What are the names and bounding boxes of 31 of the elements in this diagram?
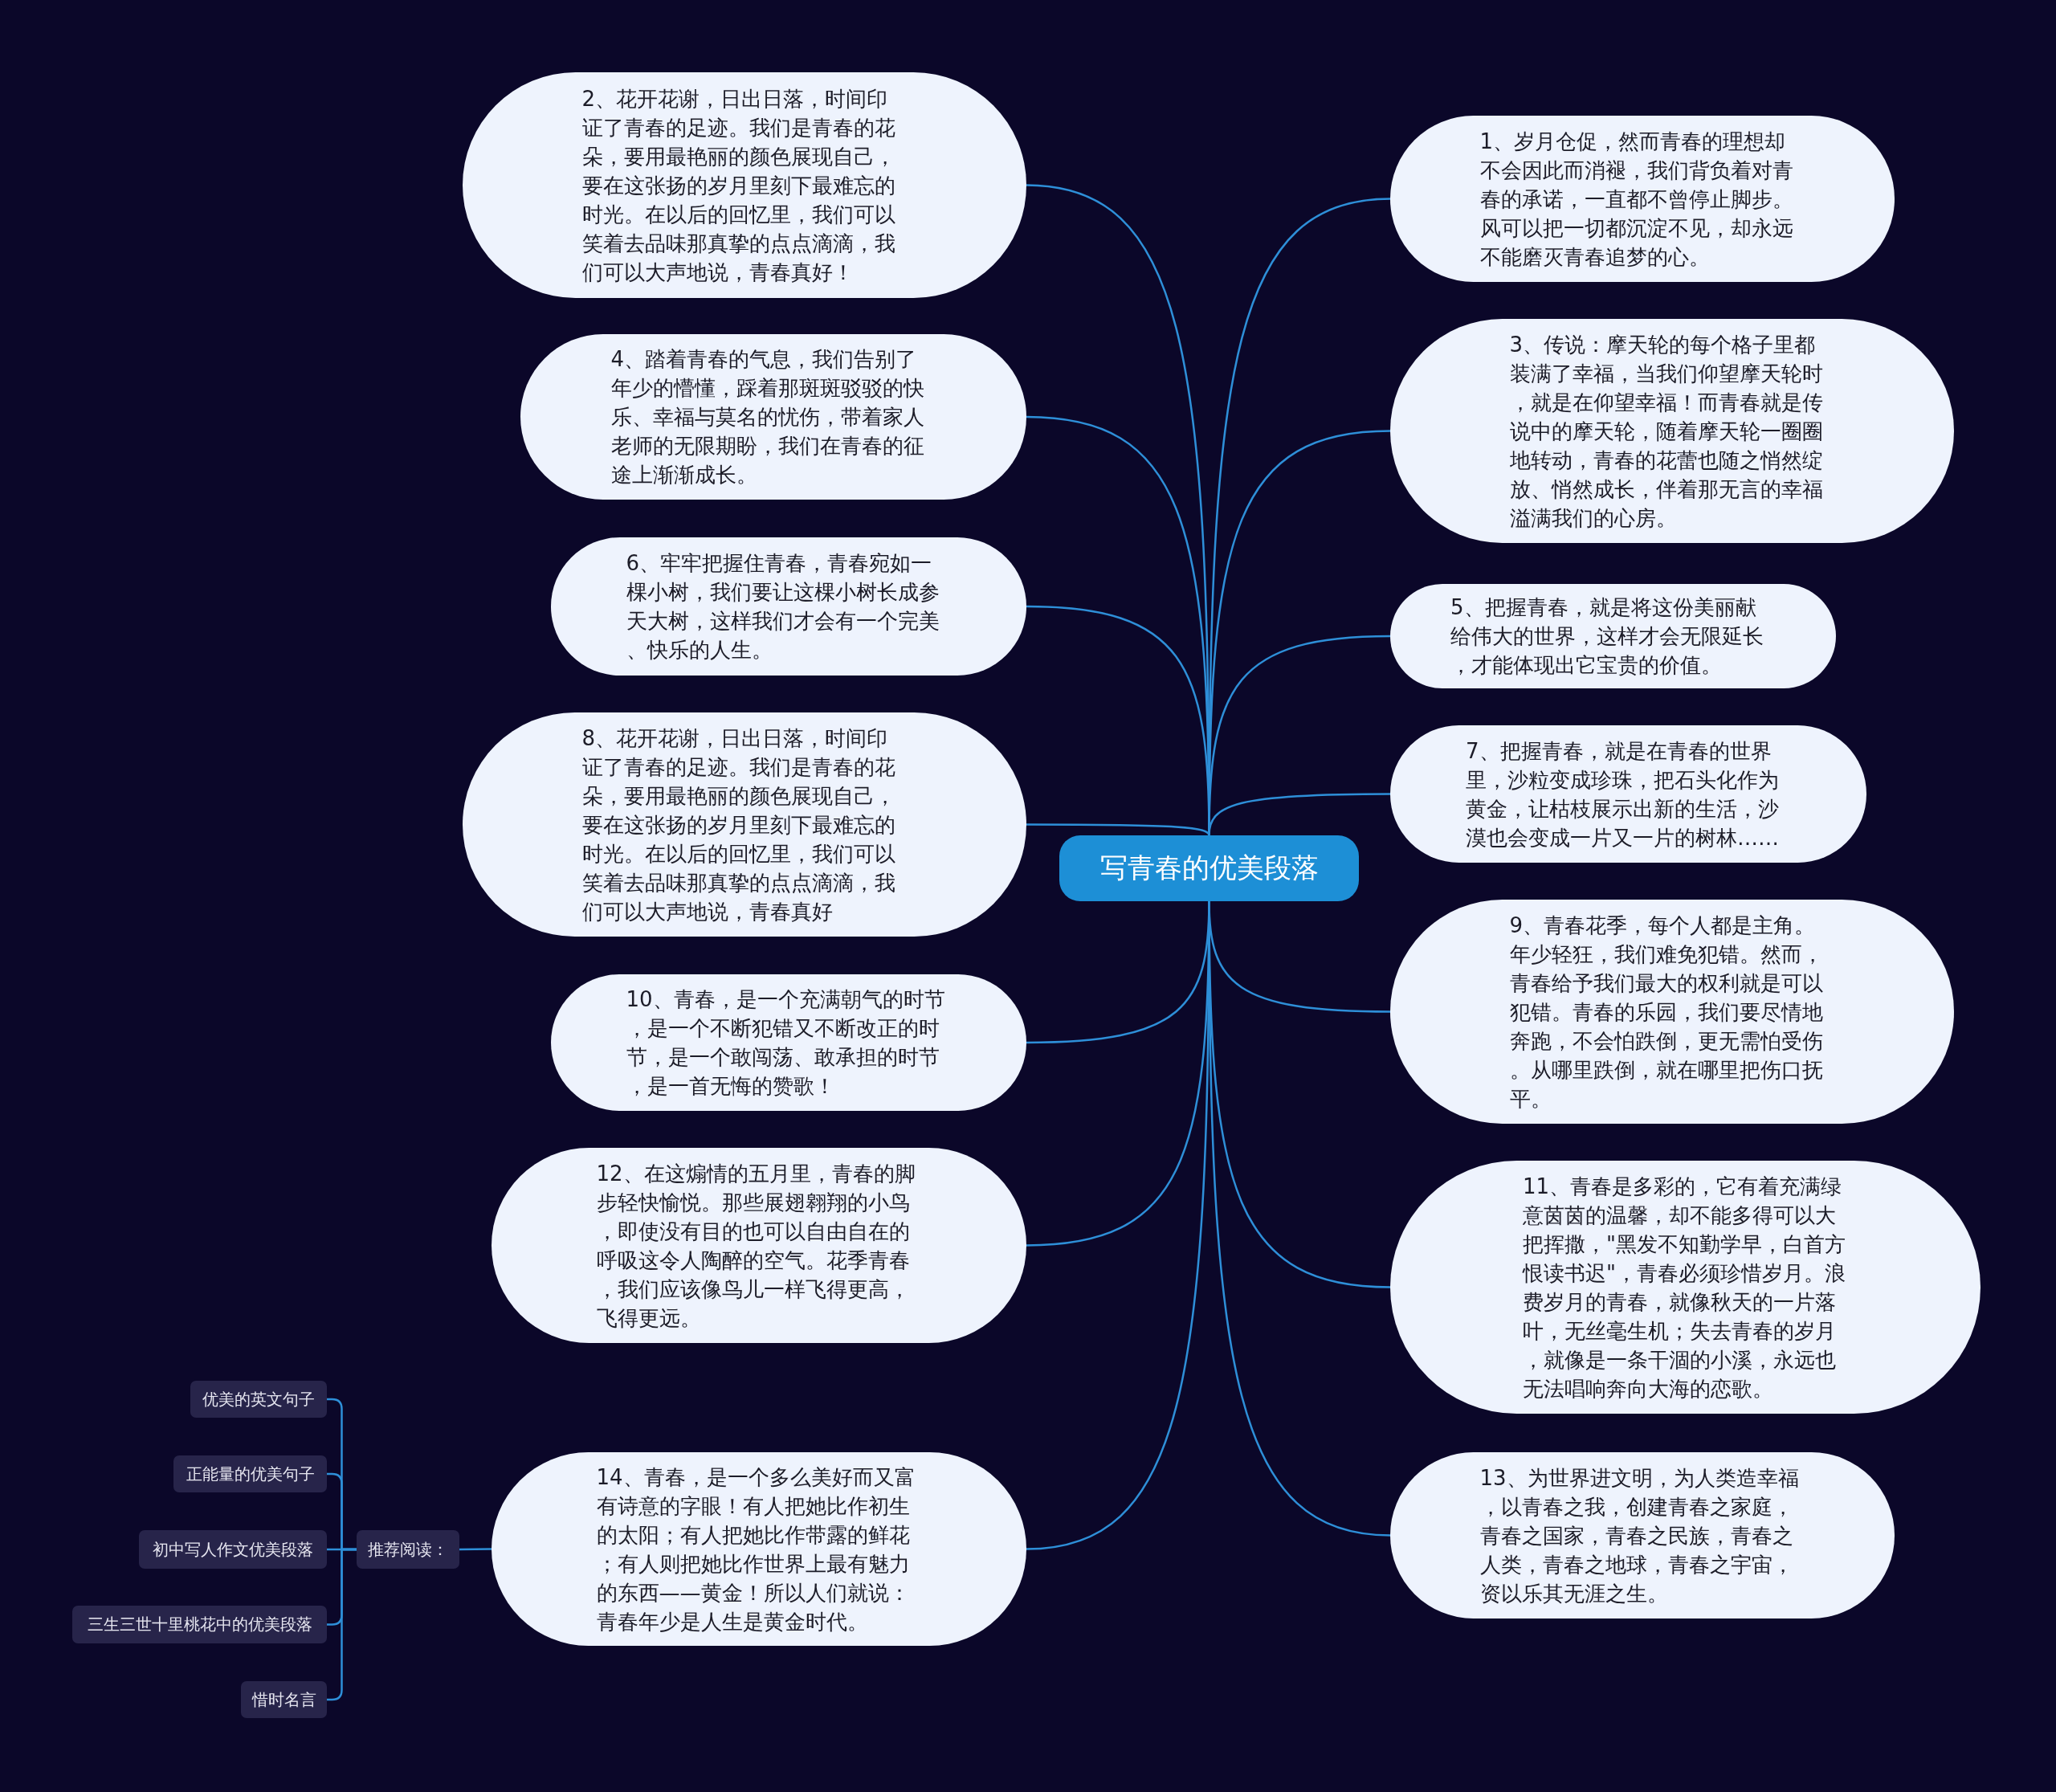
link-tag: [173, 1455, 327, 1492]
paragraph-text: 7、把握青春，就是在青春的世界里，沙粒变成珍珠，把石头化作为黄金，让枯枝展示出新的生活，沙漠也会变成一片又一片的树林……: [1466, 737, 1780, 851]
tag-text: 推荐阅读：: [368, 1538, 448, 1561]
connector-line: [1026, 823, 1210, 836]
link-tag: [241, 1681, 327, 1718]
paragraph-text: 12、在这煽情的五月里，青春的脚步轻快愉悦。那些展翅翱翔的小鸟，即使没有目的也可以自由自在的呼吸这令人陶醉的空气。花季青春，我们应该像鸟儿一样飞得更高，飞得更远。: [596, 1160, 916, 1332]
tag-text: 惜时名言: [251, 1688, 316, 1711]
paragraph-text: 2、花开花谢，日出日落，时间印证了青春的足迹。我们是青春的花朵，要用最艳丽的颜色展现自己，要在这张扬的岁月里刻下最难忘的时光。在以后的回忆里，我们可以笑着去品味那真挚的点点滴滴，我们可以大声地说，青春真好！: [581, 85, 896, 286]
tag-text: 三生三世十里桃花中的优美段落: [87, 1614, 312, 1635]
paragraph-text: 14、青春，是一个多么美好而又富有诗意的字眼！有人把她比作初生的太阳；有人把她比作带露的鲜花；有人则把她比作世界上最有魅力的东西——黄金！所以人们就说：青春年少是人生是黄金时代。: [596, 1463, 916, 1635]
tag-text: 优美的英文句子: [202, 1388, 315, 1410]
connector-line: [327, 1548, 357, 1701]
paragraph-text: 13、为世界进文明，为人类造幸福，以青春之我，创建青春之家庭，青春之国家，青春之民族，青春之人类，青春之地球，青春之宇宙，资以乐其无涯之生。: [1479, 1464, 1800, 1607]
paragraph-text: 4、踏着青春的气息，我们告别了年少的懵懂，踩着那斑斑驳驳的快乐、幸福与莫名的忧伤，带着家人老师的无限期盼，我们在青春的征途上渐渐成长。: [610, 346, 925, 488]
paragraph-text: 11、青春是多彩的，它有着充满绿意茵茵的温馨，却不能多得可以大把挥撒，"黑发不知勤学早，白首方恨读书迟"，青春必须珍惜岁月。浪费岁月的青春，就像秋天的一片落叶，无丝毫生机；失去青春的岁月，就像是一条干涸的小溪，永远也无法唱响奔向大海的恋歌。: [1523, 1173, 1846, 1402]
paragraph-text: 3、传说：摩天轮的每个格子里都装满了幸福，当我们仰望摩天轮时，就是在仰望幸福！而青春就是传说中的摩天轮，随着摩天轮一圈圈地转动，青春的花蕾也随之悄然绽放、悄然成长，伴着那无言的幸福溢满我们的心房。: [1509, 331, 1824, 532]
paragraph-text: 10、青春，是一个充满朝气的时节，是一个不断犯错又不断改正的时节，是一个敢闯荡、敢承担的时节，是一首无悔的赞歌！: [626, 986, 946, 1100]
link-tag: [357, 1530, 459, 1569]
paragraph-text: 9、青春花季，每个人都是主角。年少轻狂，我们难免犯错。然而，青春给予我们最大的权利就是可以犯错。青春的乐园，我们要尽情地奔跑，不会怕跌倒，更无需怕受伤。从哪里跌倒，就在哪里把伤口抚平。: [1509, 912, 1824, 1112]
link-tag: [139, 1530, 327, 1569]
central-topic: [1059, 835, 1359, 901]
paragraph-text: 6、牢牢把握住青春，青春宛如一棵小树，我们要让这棵小树长成参天大树，这样我们才会有一个完美、快乐的人生。: [626, 550, 940, 663]
tag-text: 初中写人作文优美段落: [153, 1538, 313, 1561]
paragraph-text: 8、花开花谢，日出日落，时间印证了青春的足迹。我们是青春的花朵，要用最艳丽的颜色展现自己，要在这张扬的岁月里刻下最难忘的时光。在以后的回忆里，我们可以笑着去品味那真挚的点点滴滴，我们可以大声地说，青春真好: [581, 725, 896, 925]
paragraph-text: 1、岁月仓促，然而青春的理想却不会因此而消褪，我们背负着对青春的承诺，一直都不曾停止脚步。风可以把一切都沉淀不见，却永远不能磨灭青春追梦的心。: [1479, 128, 1794, 271]
link-tag: [72, 1606, 327, 1643]
central-topic-text: 写青春的优美段落: [1099, 851, 1319, 885]
paragraph-text: 5、把握青春，就是将这份美丽献给伟大的世界，这样才会无限延长，才能体现出它宝贵的价值。: [1450, 594, 1764, 679]
connector-line: [459, 1548, 492, 1551]
tag-text: 正能量的优美句子: [186, 1463, 315, 1485]
link-tag: [190, 1381, 327, 1418]
